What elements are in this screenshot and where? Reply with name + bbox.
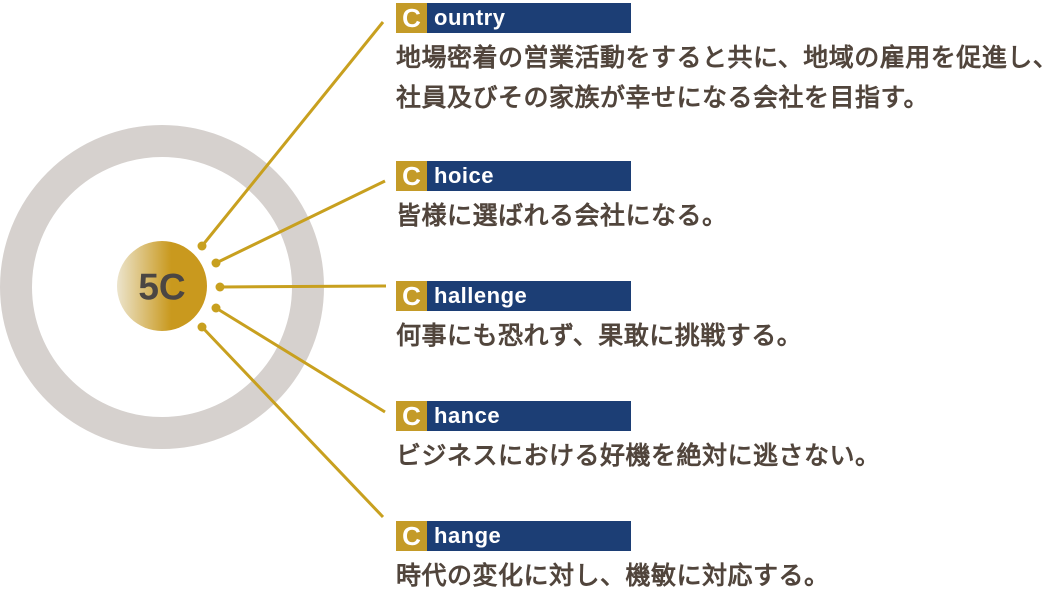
item-challenge: C hallenge 何事にも恐れず、果敢に挑戦する。	[396, 281, 1062, 356]
item-country-description: 地場密着の営業活動をすると共に、地域の雇用を促進し、 社員及びその家族が幸せにな…	[396, 43, 1059, 112]
item-chance-header: C hance	[396, 401, 631, 431]
core-circle	[117, 241, 207, 331]
item-change-label: hange	[427, 521, 631, 551]
item-challenge-description: 何事にも恐れず、果敢に挑戦する。	[396, 321, 803, 350]
item-challenge-initial: C	[396, 281, 427, 311]
item-choice-header: C hoice	[396, 161, 631, 191]
item-chance-description: ビジネスにおける好機を絶対に逃さない。	[396, 441, 881, 470]
item-chance-label: hance	[427, 401, 631, 431]
item-chance: C hance ビジネスにおける好機を絶対に逃さない。	[396, 401, 1062, 476]
item-choice-label: hoice	[427, 161, 631, 191]
item-change: C hange 時代の変化に対し、機敏に対応する。	[396, 521, 1062, 589]
connector-line-country	[200, 21, 385, 247]
connector-line-change	[200, 325, 385, 519]
item-choice-initial: C	[396, 161, 427, 191]
item-challenge-label: hallenge	[427, 281, 631, 311]
connector-line-challenge	[219, 284, 387, 289]
core-label: 5C	[138, 267, 185, 308]
item-chance-initial: C	[396, 401, 427, 431]
connector-line-choice	[215, 179, 386, 265]
item-country-label: ountry	[427, 3, 631, 33]
item-choice-description: 皆様に選ばれる会社になる。	[396, 201, 728, 230]
connector-dot-change	[197, 322, 207, 332]
connector-dot-choice	[211, 258, 221, 268]
connector-dot-chance	[211, 303, 221, 313]
item-country-header: C ountry	[396, 3, 631, 33]
item-change-description: 時代の変化に対し、機敏に対応する。	[396, 561, 830, 589]
connector-dot-country	[197, 241, 207, 251]
item-change-initial: C	[396, 521, 427, 551]
item-challenge-header: C hallenge	[396, 281, 631, 311]
connector-dot-challenge	[215, 282, 225, 292]
item-change-header: C hange	[396, 521, 631, 551]
item-country: C ountry 地場密着の営業活動をすると共に、地域の雇用を促進し、 社員及び…	[396, 3, 1062, 118]
connector-line-chance	[215, 306, 386, 414]
item-country-initial: C	[396, 3, 427, 33]
item-choice: C hoice 皆様に選ばれる会社になる。	[396, 161, 1062, 236]
